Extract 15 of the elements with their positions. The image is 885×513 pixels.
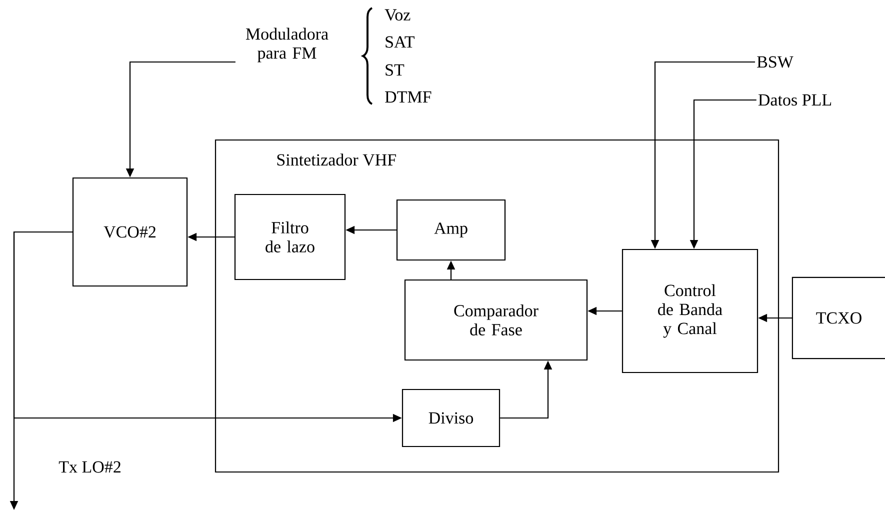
signal-label: Datos PLL bbox=[758, 94, 832, 106]
signal-label: SAT bbox=[386, 36, 415, 48]
signal-label: ST bbox=[386, 64, 404, 76]
signal-label: BSW bbox=[757, 56, 794, 68]
block-box: Filtro de lazo bbox=[234, 194, 346, 280]
signal-label: DTMF bbox=[385, 91, 432, 103]
block-box: Control de Banda y Canal bbox=[622, 248, 758, 374]
signal-label: Voz bbox=[384, 9, 410, 21]
block-box: Comparador de Fase bbox=[404, 279, 588, 361]
block-box: Diviso bbox=[402, 388, 500, 448]
block-box: TCXO bbox=[792, 276, 885, 360]
block-box: VCO#2 bbox=[72, 177, 188, 287]
edge-label: Tx LO#2 bbox=[58, 460, 122, 474]
signal-label: Moduladora para FM bbox=[246, 28, 328, 62]
block-box: Amp bbox=[396, 199, 506, 261]
